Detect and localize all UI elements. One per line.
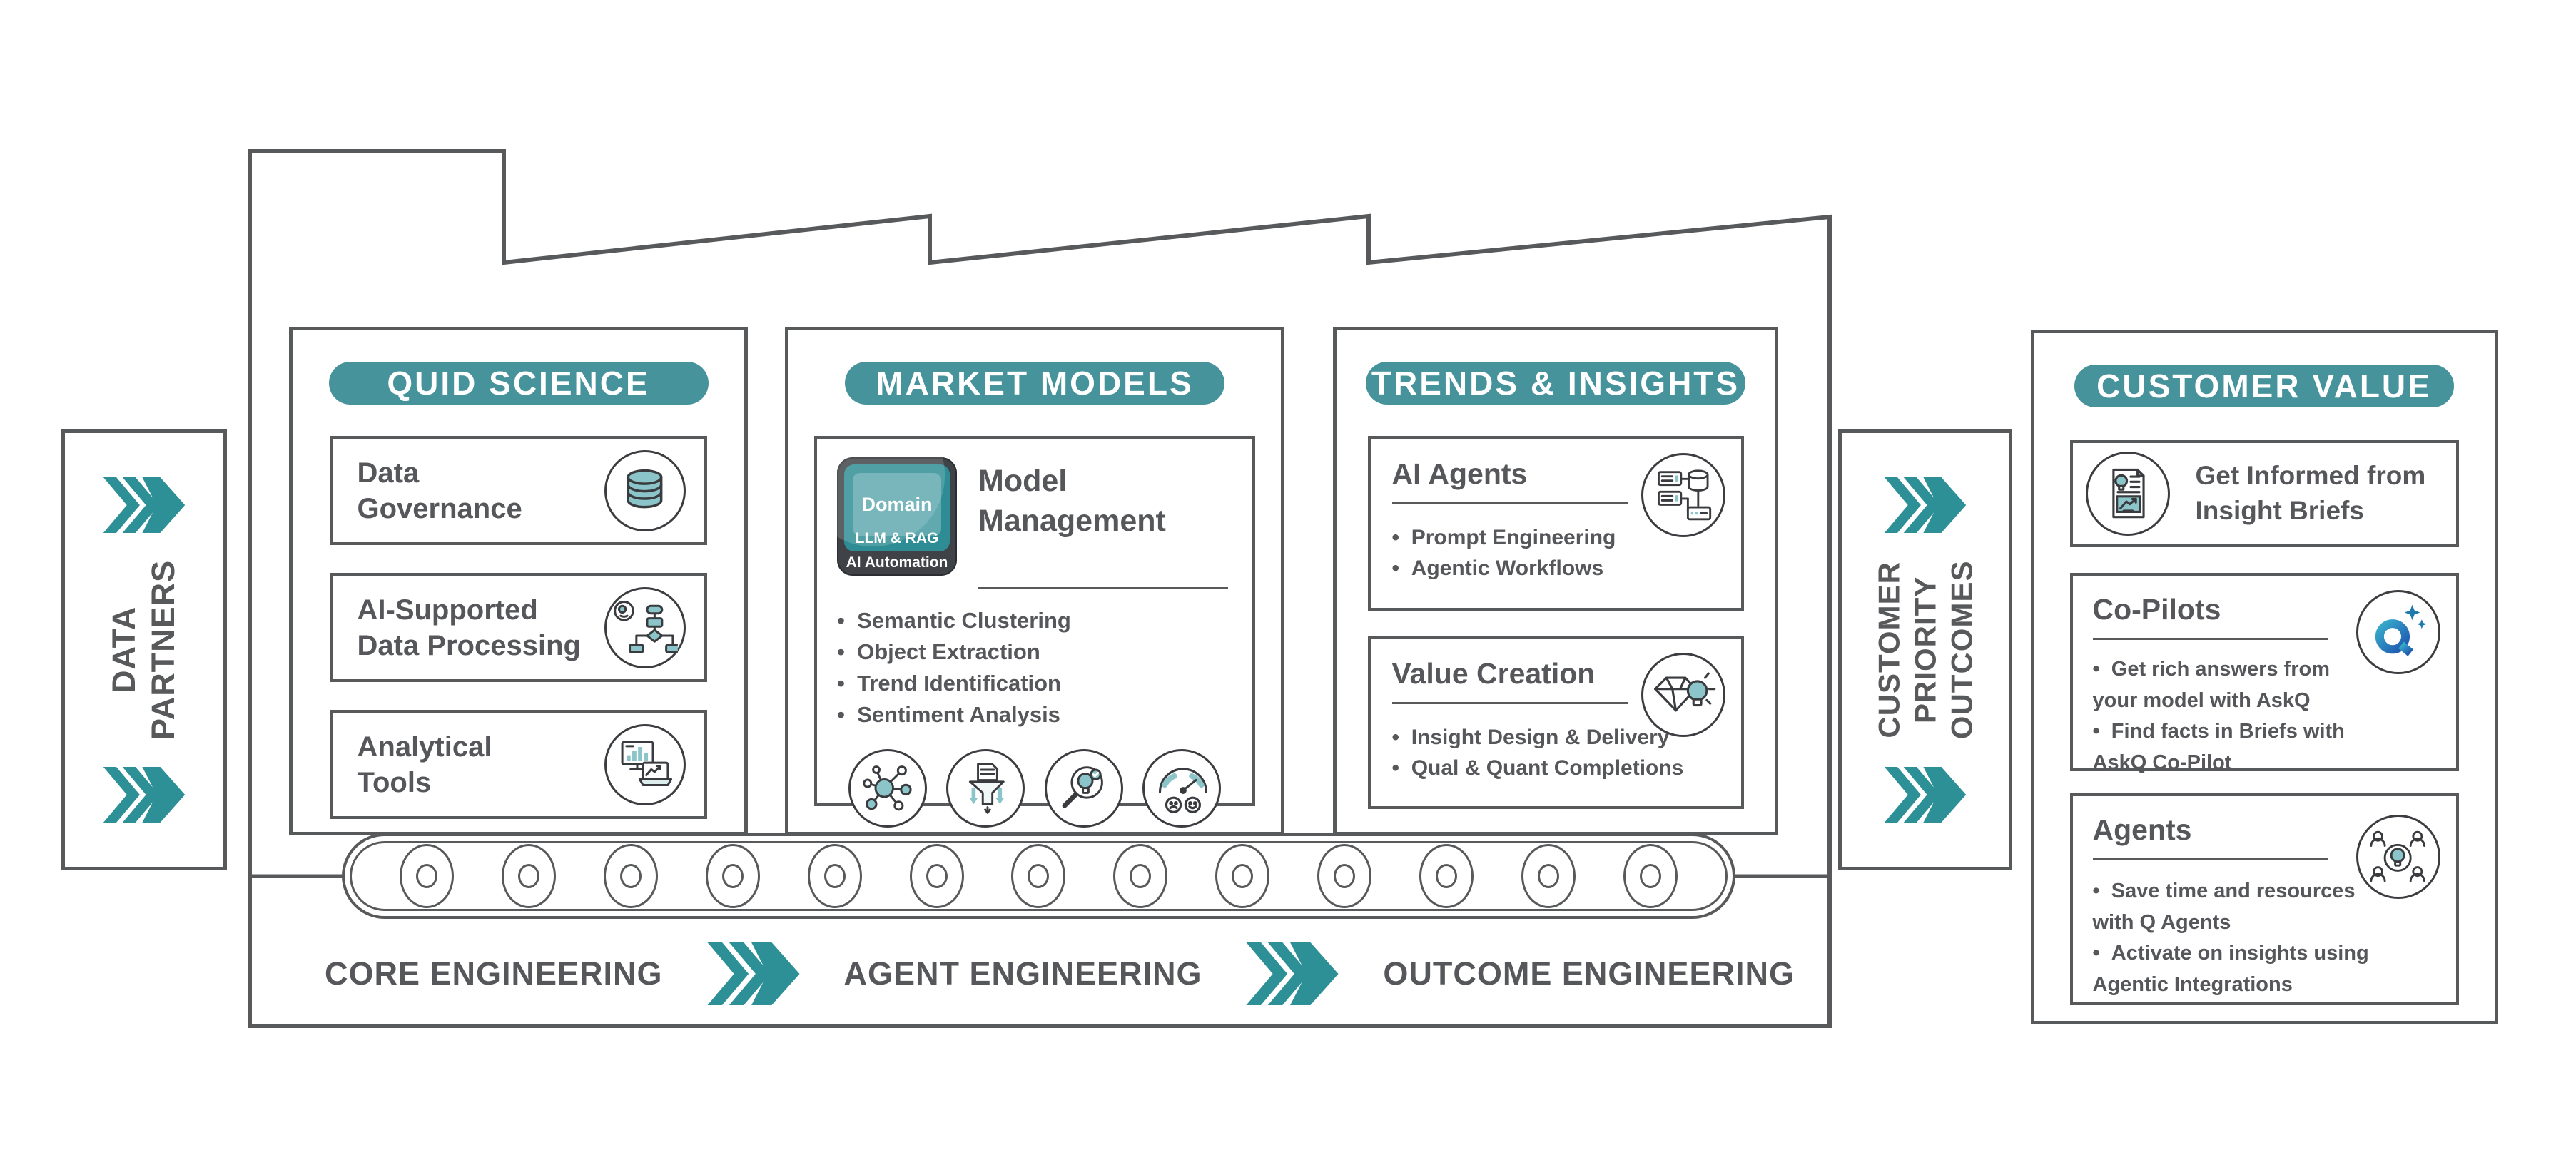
ai-agents-title: AI Agents <box>1391 457 1528 490</box>
bullet-item: Get rich answers from your model with As… <box>2093 654 2436 716</box>
conveyor-roller <box>807 844 862 908</box>
co-pilots-card: Co-Pilots Get rich answers from your mod… <box>2069 573 2459 774</box>
ai-agents-bullets: Prompt Engineering Agentic Workflows <box>1392 523 1720 584</box>
value-creation-title: Value Creation <box>1391 657 1596 690</box>
customer-value-section: CUSTOMER VALUE Get Informed from Insight… <box>2031 330 2498 1024</box>
market-models-section: MARKET MODELS Domain LLM & RAG AI Automa… <box>785 327 1284 835</box>
right-chevrons-icon <box>1882 767 1969 823</box>
insight-briefs-label: Get Informed from Insight Briefs <box>2195 461 2426 525</box>
model-management-bullets: Semantic Clustering Object Extraction Tr… <box>837 605 1232 731</box>
bullet-item: Activate on insights using Agentic Integ… <box>2093 938 2436 1000</box>
bullet-item: Prompt Engineering <box>1392 523 1720 554</box>
divider <box>2092 858 2328 860</box>
data-partners-label: DATA PARTNERS <box>106 559 181 741</box>
analytics-icon <box>604 723 686 805</box>
ai-agents-card: AI Agents Prompt Engineering Agentic Wor… <box>1367 436 1744 611</box>
data-partners-rail: DATA PARTNERS <box>61 429 227 870</box>
conveyor-roller <box>909 844 964 908</box>
agents-title: Agents <box>2092 813 2192 846</box>
co-pilots-title: Co-Pilots <box>2092 593 2221 626</box>
value-creation-bullets: Insight Design & Delivery Qual & Quant C… <box>1392 723 1720 783</box>
bullet-item: Save time and resources with Q Agents <box>2093 876 2436 938</box>
right-chevrons-icon <box>101 767 188 823</box>
bullet-item: Qual & Quant Completions <box>1392 753 1720 784</box>
gauge-icon <box>1142 749 1221 828</box>
co-pilots-bullets: Get rich answers from your model with As… <box>2093 654 2436 778</box>
conveyor-roller <box>603 844 658 908</box>
conveyor-roller <box>1011 844 1066 908</box>
customer-priority-outcomes-rail: CUSTOMER PRIORITY OUTCOMES <box>1838 429 2012 870</box>
chip-domain-label: Domain <box>861 493 933 515</box>
conveyor-roller <box>705 844 760 908</box>
conveyor-belt <box>342 833 1735 919</box>
database-icon <box>604 449 686 531</box>
conveyor-roller <box>1215 844 1270 908</box>
cluster-icon <box>848 749 927 828</box>
outcome-engineering-label: OUTCOME ENGINEERING <box>1383 955 1795 992</box>
conveyor-roller <box>1419 844 1474 908</box>
funnel-icon <box>946 749 1025 828</box>
right-chevrons-icon <box>1882 477 1969 533</box>
conveyor-roller <box>501 844 556 908</box>
agent-engineering-label: AGENT ENGINEERING <box>843 955 1202 992</box>
bullet-item: Sentiment Analysis <box>837 699 1232 731</box>
bullet-item: Agentic Workflows <box>1392 554 1720 584</box>
right-chevrons-icon <box>101 477 188 533</box>
divider <box>2092 638 2328 640</box>
conveyor-roller <box>1521 844 1576 908</box>
customer-priority-outcomes-label: CUSTOMER PRIORITY OUTCOMES <box>1872 560 1979 740</box>
bullet-item: Semantic Clustering <box>837 605 1232 636</box>
flowchart-icon <box>604 586 686 668</box>
agents-card: Agents Save time and resources with Q Ag… <box>2069 793 2459 1005</box>
divider <box>1391 502 1628 504</box>
market-models-header: MARKET MODELS <box>845 362 1224 405</box>
model-management-title: Model Management <box>978 464 1166 538</box>
conveyor-roller <box>1113 844 1168 908</box>
bullet-item: Object Extraction <box>837 636 1232 668</box>
divider <box>978 587 1228 589</box>
search-bulb-icon <box>1044 749 1123 828</box>
trends-insights-section: TRENDS & INSIGHTS AI Agents Prompt Engin… <box>1333 327 1778 835</box>
diamond-bulb-icon <box>1641 653 1725 737</box>
bullet-item: Trend Identification <box>837 668 1232 699</box>
model-management-card: Domain LLM & RAG AI Automation Model Man… <box>814 436 1255 828</box>
insight-briefs-card: Get Informed from Insight Briefs <box>2069 440 2459 547</box>
servers-icon <box>1641 453 1725 537</box>
team-bulb-icon <box>2356 815 2440 899</box>
conveyor-roller <box>399 844 454 908</box>
core-engineering-label: CORE ENGINEERING <box>325 955 663 992</box>
divider <box>1391 702 1628 704</box>
agents-bullets: Save time and resources with Q Agents Ac… <box>2093 876 2436 1000</box>
right-chevrons-icon <box>706 942 801 1005</box>
insight-brief-icon <box>2085 452 2170 536</box>
trends-insights-header: TRENDS & INSIGHTS <box>1366 362 1745 405</box>
conveyor-roller <box>1623 844 1678 908</box>
conveyor-roller <box>1317 844 1372 908</box>
customer-value-header: CUSTOMER VALUE <box>2074 365 2454 407</box>
value-creation-card: Value Creation Insight Design & Delivery… <box>1367 636 1744 809</box>
bullet-item: Find facts in Briefs with AskQ Co-Pilot <box>2093 716 2436 778</box>
chip-llm-rag-label: LLM & RAG <box>855 530 939 546</box>
bullet-item: Insight Design & Delivery <box>1392 723 1720 753</box>
engineering-row: CORE ENGINEERING AGENT ENGINEERING OUTCO… <box>325 942 1795 1006</box>
domain-chip-icon: Domain LLM & RAG AI Automation <box>837 457 957 576</box>
quid-science-header: QUID SCIENCE <box>328 362 709 405</box>
askq-icon <box>2356 590 2440 674</box>
chip-ai-automation-label: AI Automation <box>846 554 948 571</box>
conveyor-rollers <box>350 841 1728 911</box>
right-chevrons-icon <box>1245 942 1339 1005</box>
